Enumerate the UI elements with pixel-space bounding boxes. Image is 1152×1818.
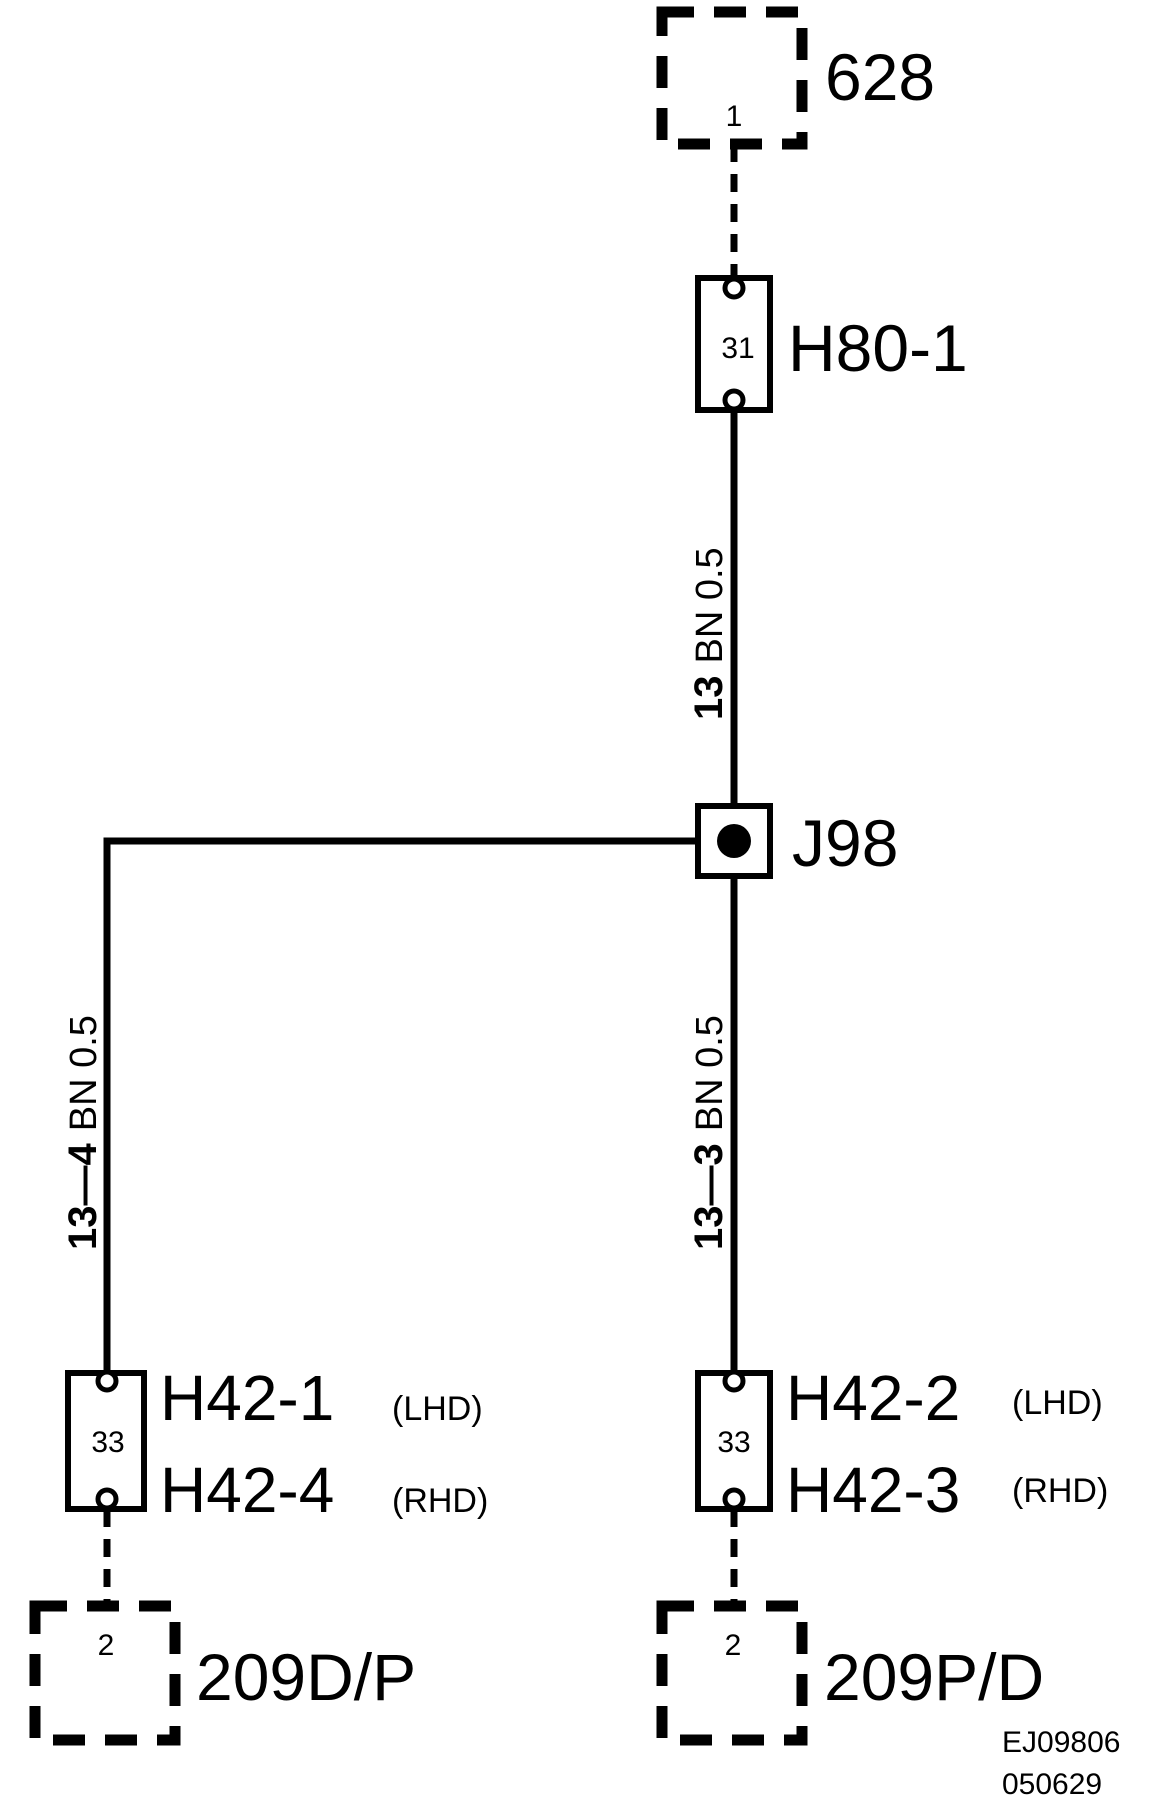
splice-j98: J98: [695, 803, 898, 880]
connector-209dp-label: 209D/P: [196, 1640, 416, 1714]
inline-connector-h42-left: 33 H42-1 (LHD) H42-4 (RHD): [65, 1362, 488, 1526]
h42-right-pin: 33: [717, 1426, 750, 1459]
h42-2-label: H42-2: [786, 1362, 960, 1434]
svg-text:13BN 0.5: 13 BN 0.5: [687, 547, 731, 720]
wire-top-code: 13: [687, 676, 731, 721]
wire-top-spec: BN 0.5: [689, 547, 731, 663]
connector-628: 1 628: [656, 6, 935, 150]
inline-connector-h42-right: 33 H42-2 (LHD) H42-3 (RHD): [695, 1362, 1108, 1526]
wire-left-spec: BN 0.5: [63, 1015, 105, 1131]
h42-4-label: H42-4: [160, 1454, 334, 1526]
wire-right-code: 13—3: [687, 1143, 731, 1250]
connector-628-label: 628: [825, 40, 935, 114]
h80-1-label: H80-1: [788, 311, 968, 385]
connector-209pd-pin: 2: [725, 1629, 742, 1662]
reference-line-2: 050629: [1002, 1768, 1102, 1801]
wire-top-labels: 13 BN 0.5: [687, 547, 731, 720]
h42-3-label: H42-3: [786, 1454, 960, 1526]
connector-628-pin: 1: [726, 100, 743, 133]
splice-j98-label: J98: [792, 806, 898, 880]
h42-left-pin: 33: [91, 1426, 124, 1459]
wire-left: [103, 837, 698, 1380]
wire-left-labels: 13—4 BN 0.5: [61, 1015, 105, 1250]
wire-left-code: 13—4: [61, 1143, 105, 1250]
svg-text:13—4BN 0.5: 13—4 BN 0.5: [61, 1015, 105, 1250]
wire-right-labels: 13—3 BN 0.5: [687, 1015, 731, 1250]
h42-3-variant: (RHD): [1012, 1472, 1108, 1510]
reference-code: EJ09806 050629: [1002, 1726, 1120, 1801]
connector-209pd-label: 209P/D: [824, 1640, 1044, 1714]
h42-1-label: H42-1: [160, 1362, 334, 1434]
connector-209dp-pin: 2: [98, 1629, 115, 1662]
h42-2-variant: (LHD): [1012, 1384, 1103, 1422]
connector-209pd: 2 209P/D: [656, 1600, 1044, 1746]
svg-text:13—3BN 0.5: 13—3 BN 0.5: [687, 1015, 731, 1250]
connector-209dp: 2 209D/P: [29, 1600, 416, 1746]
inline-connector-h80-1: 31 H80-1: [695, 275, 968, 413]
h42-1-variant: (LHD): [392, 1390, 483, 1428]
h42-4-variant: (RHD): [392, 1482, 488, 1520]
wire-right-spec: BN 0.5: [689, 1015, 731, 1131]
h80-1-pin: 31: [721, 332, 754, 365]
reference-line-1: EJ09806: [1002, 1726, 1120, 1759]
